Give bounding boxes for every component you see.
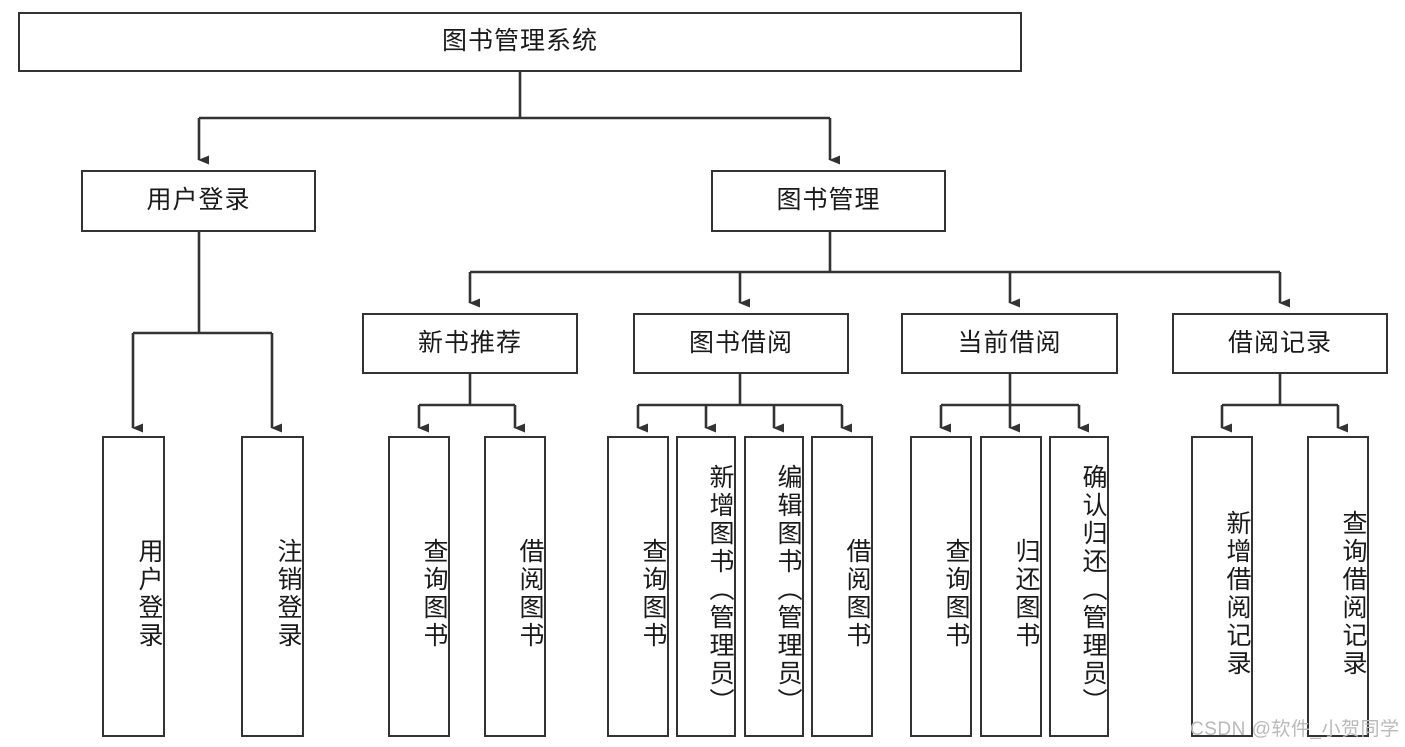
node-label: 查询借阅记录 — [1339, 509, 1367, 678]
node-leaf-user-login[interactable]: 用户登录 — [102, 436, 165, 737]
node-label: 编辑图书（管理员） — [774, 463, 802, 716]
node-leaf-edit-book[interactable]: 编辑图书（管理员） — [744, 436, 804, 737]
node-borrow-record[interactable]: 借阅记录 — [1172, 313, 1388, 374]
node-book-management[interactable]: 图书管理 — [711, 170, 946, 232]
node-current-borrow[interactable]: 当前借阅 — [901, 313, 1118, 374]
node-leaf-return-book[interactable]: 归还图书 — [980, 436, 1042, 737]
node-label: 用户登录 — [146, 186, 251, 215]
node-label: 新增借阅记录 — [1223, 509, 1251, 678]
node-leaf-add-record[interactable]: 新增借阅记录 — [1191, 436, 1253, 737]
node-leaf-query-book-3[interactable]: 查询图书 — [910, 436, 972, 737]
node-label: 归还图书 — [1012, 537, 1040, 650]
node-leaf-query-record[interactable]: 查询借阅记录 — [1307, 436, 1369, 737]
node-leaf-logout-login[interactable]: 注销登录 — [241, 436, 304, 737]
node-label: 借阅图书 — [516, 537, 544, 650]
node-label: 图书借阅 — [688, 328, 793, 357]
node-label: 查询图书 — [639, 537, 667, 650]
csdn-watermark: CSDN @软件_小贺同学 — [1190, 719, 1400, 740]
node-leaf-confirm-return[interactable]: 确认归还（管理员） — [1049, 436, 1109, 737]
node-label: 图书管理系统 — [441, 27, 598, 56]
node-label: 注销登录 — [274, 537, 302, 650]
node-leaf-query-book-2[interactable]: 查询图书 — [607, 436, 669, 737]
node-label: 查询图书 — [420, 537, 448, 650]
node-label: 图书管理 — [776, 186, 881, 215]
node-label: 查询图书 — [942, 537, 970, 650]
node-label: 当前借阅 — [957, 328, 1062, 357]
node-leaf-query-book-1[interactable]: 查询图书 — [388, 436, 450, 737]
node-leaf-add-book[interactable]: 新增图书（管理员） — [676, 436, 736, 737]
node-label: 确认归还（管理员） — [1079, 463, 1107, 716]
node-book-borrow[interactable]: 图书借阅 — [633, 313, 849, 374]
node-label: 新书推荐 — [417, 328, 522, 357]
node-leaf-borrow-book-1[interactable]: 借阅图书 — [484, 436, 546, 737]
node-leaf-borrow-book-2[interactable]: 借阅图书 — [811, 436, 873, 737]
node-label: 新增图书（管理员） — [706, 463, 734, 716]
node-label: 借阅记录 — [1227, 328, 1332, 357]
node-label: 借阅图书 — [843, 537, 871, 650]
node-root-book-management-system[interactable]: 图书管理系统 — [18, 12, 1022, 72]
node-label: 用户登录 — [135, 537, 163, 650]
node-user-login[interactable]: 用户登录 — [81, 170, 316, 232]
node-new-book-recommend[interactable]: 新书推荐 — [362, 313, 578, 374]
